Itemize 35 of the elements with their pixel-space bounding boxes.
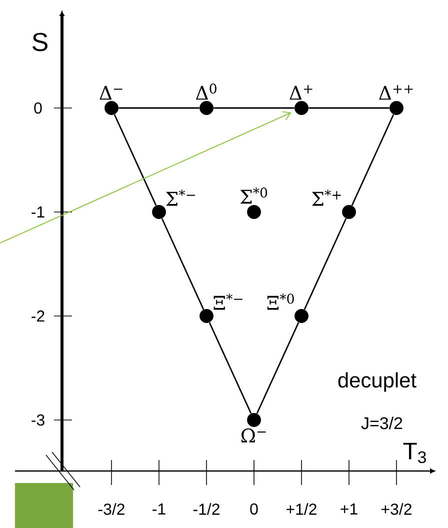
node-label: Ω$^{−}$ [242,428,266,442]
connector-line [118,107,200,109]
node-label: Ξ$^{*−}$ [214,294,242,310]
node-label: Δ$^{+}$ [290,85,312,100]
connector-line [161,218,204,310]
tick-label: -1/2 [193,503,220,515]
tick-label: +1/2 [286,503,316,515]
node-label: Σ$^{*0}$ [240,188,268,204]
connector-line [304,218,347,310]
node-label: Δ$^{++}$ [379,85,413,100]
tick-label: -1 [152,504,166,514]
connector-line [256,322,300,414]
axis-label: T$_{3}$ [403,442,426,464]
axis-label: S [32,32,48,52]
node-label: Σ$^{*−}$ [166,190,195,206]
tick-label: +1 [340,504,358,514]
tick-label: -3/2 [98,503,124,515]
tick-label: +3/2 [382,503,412,515]
tick-label: 0 [250,503,258,515]
tick-label: 0 [34,102,42,114]
connector-line [208,322,252,414]
node-label: Δ$^{−}$ [100,86,122,100]
node-label: Σ$^{*+}$ [312,190,341,206]
multiplet-label: decuplet [338,372,416,392]
node-label: Δ$^{0}$ [196,84,216,100]
arrow [0,111,292,244]
node-label: Ξ$^{*0}$ [267,294,294,310]
tick-label: -1 [32,206,44,218]
connector-line [308,107,390,109]
tick-label: -2 [32,310,44,322]
connector-line [214,107,294,109]
connector-line [351,114,394,206]
tick-label: -3 [32,414,44,426]
spin-label: J=3/2 [361,416,402,430]
connector-line [114,114,157,206]
